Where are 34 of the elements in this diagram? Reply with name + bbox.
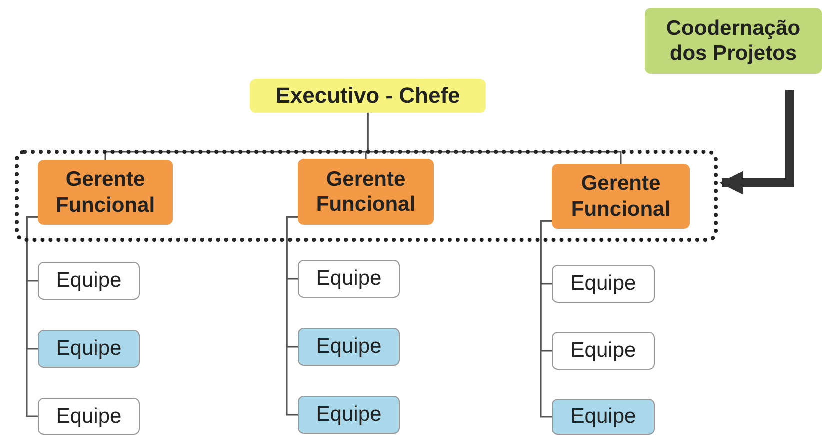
team-box xyxy=(38,398,140,435)
node-label: Gerente Funcional xyxy=(570,171,672,222)
connector-line xyxy=(367,113,622,164)
team-box xyxy=(38,330,140,368)
thick-arrow xyxy=(720,90,794,195)
team-box xyxy=(38,262,140,300)
team-box xyxy=(552,332,655,370)
team-box xyxy=(552,265,655,303)
node-label: Equipe xyxy=(570,404,636,430)
node-label: Executivo - Chefe xyxy=(276,82,460,110)
connector-line xyxy=(26,216,38,418)
node-label: Coodernação dos Projetos xyxy=(665,16,802,66)
node-label: Equipe xyxy=(56,336,122,362)
team-box xyxy=(298,260,400,298)
node-label: Equipe xyxy=(570,338,636,364)
node-label: Equipe xyxy=(570,271,636,297)
node-label: Gerente Funcional xyxy=(54,167,156,218)
node-label: Gerente Funcional xyxy=(315,166,417,218)
connector-line xyxy=(286,216,298,416)
team-box xyxy=(298,396,400,434)
team-box xyxy=(298,328,400,366)
node-label: Equipe xyxy=(56,268,122,294)
team-box xyxy=(552,399,655,435)
manager-box xyxy=(38,160,173,225)
executive-box xyxy=(250,79,486,113)
node-label: Equipe xyxy=(316,266,382,292)
coordination-box xyxy=(645,8,822,74)
connector-line xyxy=(540,220,552,418)
dotted-group-box xyxy=(15,150,718,242)
node-label: Equipe xyxy=(316,334,382,360)
node-label: Equipe xyxy=(316,402,382,428)
node-label: Equipe xyxy=(56,404,122,430)
manager-box xyxy=(552,164,690,229)
manager-box xyxy=(298,159,434,225)
